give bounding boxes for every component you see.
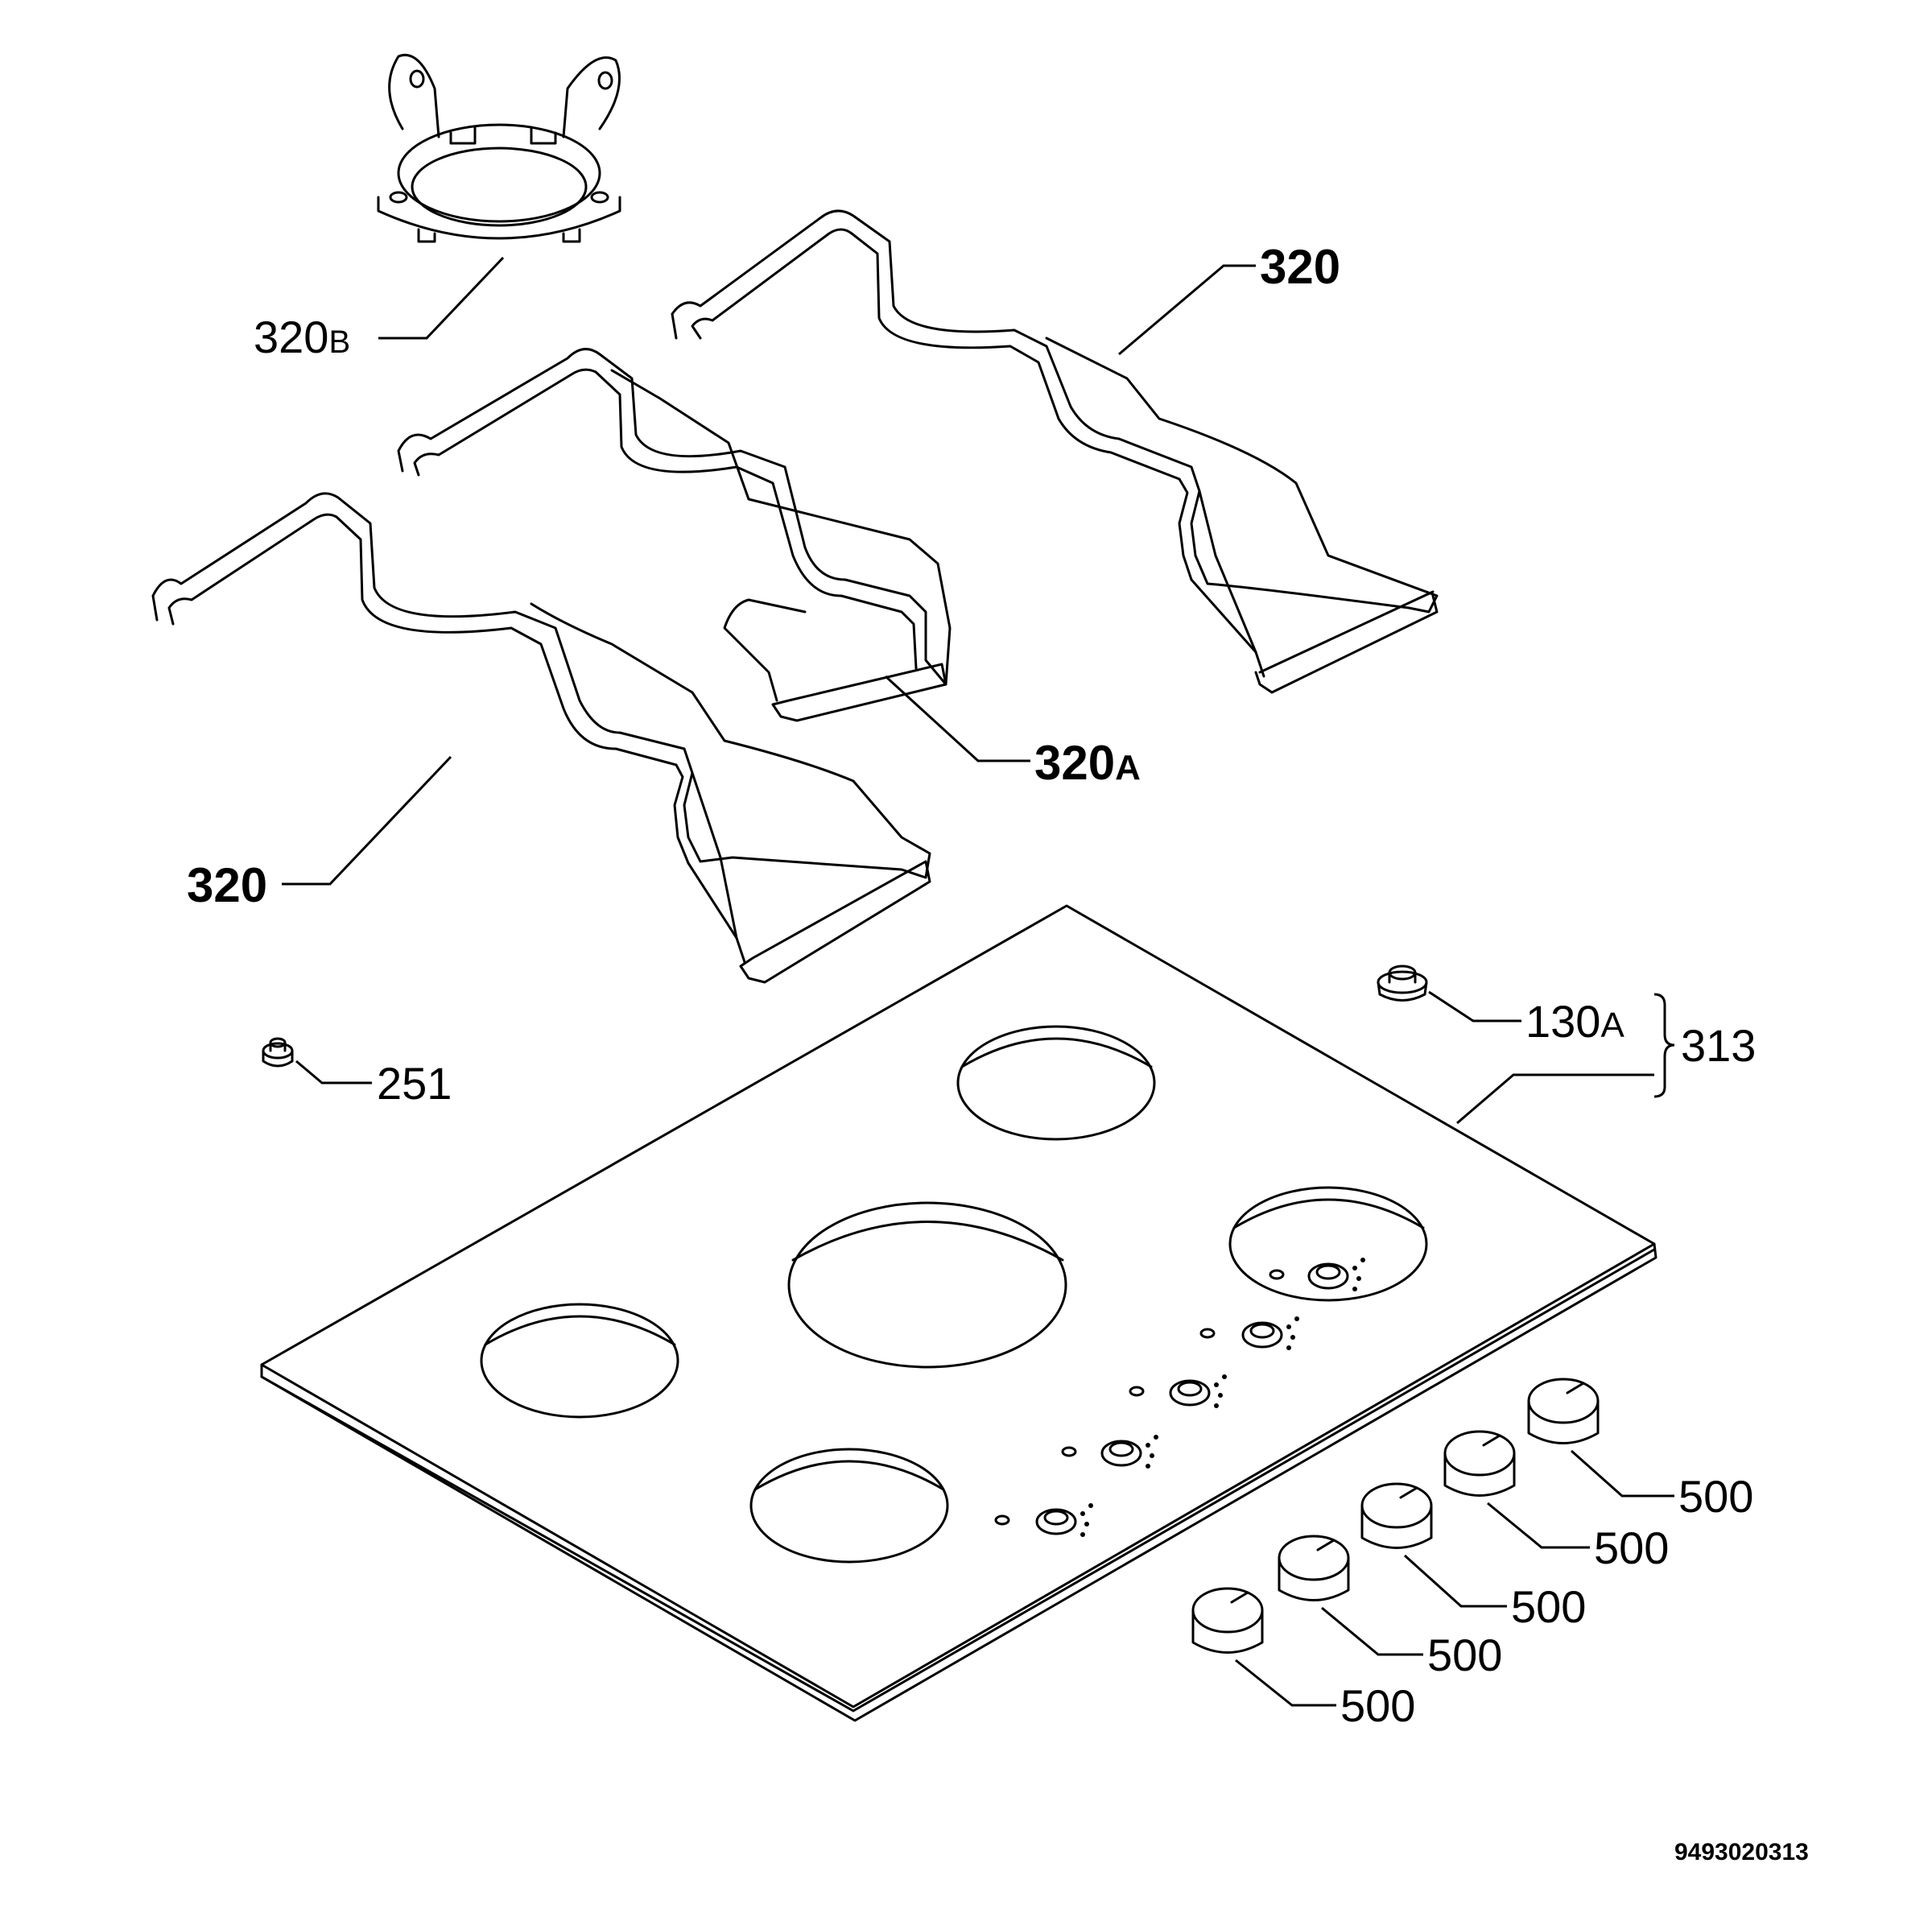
svg-text:500: 500 bbox=[1511, 1581, 1586, 1632]
seal-small bbox=[262, 1037, 294, 1068]
pan-support-grid-right bbox=[671, 209, 1439, 694]
label-knob-3: 500 bbox=[1511, 1581, 1586, 1632]
label-grid-right: 320 bbox=[1260, 240, 1340, 294]
svg-text:251: 251 bbox=[377, 1058, 452, 1109]
svg-text:313: 313 bbox=[1681, 1020, 1756, 1071]
burner-hole-left bbox=[480, 1303, 679, 1419]
svg-text:130A: 130A bbox=[1525, 996, 1624, 1047]
control-knob-4 bbox=[1443, 1430, 1516, 1497]
label-grid-middle: 320A bbox=[1034, 736, 1141, 790]
svg-text:500: 500 bbox=[1594, 1522, 1669, 1573]
label-assembly: 313 bbox=[1681, 1020, 1756, 1071]
leader-knob-2 bbox=[1321, 1606, 1423, 1656]
control-knob-1 bbox=[1191, 1587, 1264, 1654]
pan-support-grid-left bbox=[151, 492, 931, 984]
control-knob-2 bbox=[1278, 1535, 1350, 1601]
burner-hole-front bbox=[749, 1448, 949, 1564]
leader-grid-middle bbox=[884, 675, 1030, 762]
svg-text:320: 320 bbox=[187, 858, 267, 912]
leader-rubber-foot bbox=[1428, 990, 1521, 1023]
svg-text:500: 500 bbox=[1678, 1471, 1753, 1522]
wok-ring-support bbox=[377, 54, 621, 243]
label-knob-1: 500 bbox=[1340, 1680, 1415, 1731]
control-knob-5 bbox=[1527, 1378, 1600, 1444]
leader-hob-top bbox=[1456, 1073, 1654, 1125]
burner-hole-large bbox=[787, 1201, 1067, 1369]
burner-hole-right bbox=[1228, 1186, 1428, 1302]
svg-text:500: 500 bbox=[1340, 1680, 1415, 1731]
leader-knob-3 bbox=[1403, 1554, 1507, 1608]
label-knob-2: 500 bbox=[1427, 1630, 1502, 1680]
svg-text:500: 500 bbox=[1427, 1630, 1502, 1680]
label-seal-small: 251 bbox=[377, 1058, 452, 1109]
document-number: 9493020313 bbox=[1674, 1839, 1809, 1865]
label-ring-support: 320B bbox=[254, 312, 350, 362]
control-cutouts bbox=[994, 1258, 1365, 1537]
leader-knob-4 bbox=[1487, 1502, 1590, 1549]
label-knob-4: 500 bbox=[1594, 1522, 1669, 1573]
leader-ring-support bbox=[378, 256, 505, 340]
pan-support-grid-middle bbox=[397, 348, 952, 722]
svg-text:320B: 320B bbox=[254, 312, 350, 362]
label-grid-left: 320 bbox=[187, 858, 267, 912]
label-knob-5: 500 bbox=[1678, 1471, 1753, 1522]
svg-text:320A: 320A bbox=[1034, 736, 1141, 790]
leader-knob-5 bbox=[1571, 1449, 1674, 1498]
leader-grid-left bbox=[282, 755, 452, 886]
rubber-foot bbox=[1377, 965, 1428, 1002]
label-rubber-foot: 130A bbox=[1525, 996, 1624, 1047]
burner-hole-rear bbox=[956, 1025, 1156, 1141]
hob-top-plate bbox=[260, 904, 1657, 1722]
svg-text:320: 320 bbox=[1260, 240, 1340, 294]
leader-knob-1 bbox=[1235, 1659, 1336, 1707]
assembly-bracket bbox=[1653, 993, 1675, 1098]
leader-grid-right bbox=[1118, 264, 1256, 356]
svg-text:9493020313: 9493020313 bbox=[1674, 1839, 1809, 1865]
leader-seal-small bbox=[295, 1060, 372, 1085]
control-knob-3 bbox=[1360, 1482, 1433, 1549]
